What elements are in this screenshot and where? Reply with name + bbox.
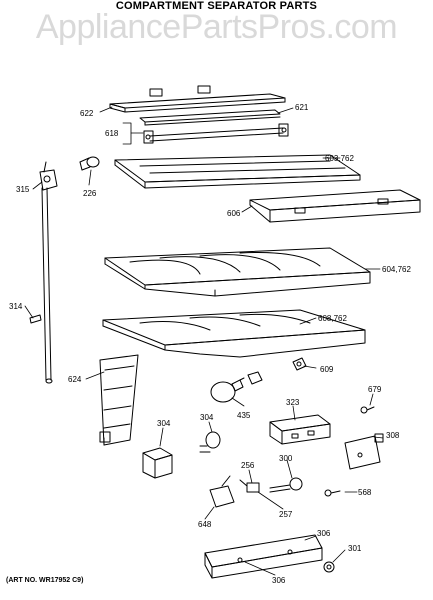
part-304-socket-a (142, 447, 173, 479)
part-618-bar (143, 123, 289, 144)
part-226-knob (79, 156, 100, 171)
callout-315: 315 (16, 185, 30, 194)
leader-lines (24, 106, 384, 576)
part-308-bracket (344, 433, 384, 470)
callout-604-762: 604,762 (382, 265, 411, 274)
part-606-cover (249, 189, 421, 223)
callout-618: 618 (105, 129, 119, 138)
part-301-nut (323, 561, 335, 573)
callout-labels: 622 621 618 603,762 315 226 606 604,762 … (9, 103, 411, 585)
part-315-rod (39, 161, 58, 384)
callout-603-762: 603,762 (325, 154, 354, 163)
callout-226: 226 (83, 189, 97, 198)
callout-609: 609 (320, 365, 334, 374)
part-608-separator (102, 309, 366, 358)
part-323-housing (269, 414, 331, 445)
part-306-bracket (204, 534, 323, 579)
part-300 (269, 477, 303, 493)
art-number: (ART NO. WR17952 C9) (6, 577, 84, 584)
callout-568: 568 (358, 488, 372, 497)
part-604-tray (104, 247, 371, 297)
callout-606: 606 (227, 209, 241, 218)
part-304-knob-b (199, 431, 221, 453)
part-603-shelf (114, 154, 361, 189)
part-256 (239, 479, 260, 493)
callout-679: 679 (368, 385, 382, 394)
callout-301: 301 (348, 544, 362, 553)
callout-304-b: 304 (200, 413, 214, 422)
callout-300: 300 (279, 454, 293, 463)
callout-314: 314 (9, 302, 23, 311)
part-648-switch (209, 475, 235, 508)
part-624-panel (99, 354, 139, 446)
callout-624: 624 (68, 375, 82, 384)
callout-308: 308 (386, 431, 400, 440)
part-622-rail (109, 85, 286, 113)
callout-608-762: 608,762 (318, 314, 347, 323)
callout-306-a: 306 (317, 529, 331, 538)
part-679-screw (360, 406, 375, 414)
callout-256: 256 (241, 461, 255, 470)
part-621-strip (139, 109, 281, 126)
part-435-bulb (210, 371, 263, 403)
callout-306-b: 306 (272, 576, 286, 585)
callout-304-a: 304 (157, 419, 171, 428)
site-watermark: AppliancePartsPros.com (35, 8, 398, 46)
diagram-title: COMPARTMENT SEPARATOR PARTS (115, 0, 318, 12)
callout-621: 621 (295, 103, 309, 112)
part-609 (292, 357, 307, 371)
callout-435: 435 (237, 411, 251, 420)
callout-622: 622 (80, 109, 94, 118)
callout-323: 323 (286, 398, 300, 407)
callout-257: 257 (279, 510, 293, 519)
callout-648: 648 (198, 520, 212, 529)
part-568-screw (324, 489, 341, 497)
part-314-clip (29, 314, 42, 324)
